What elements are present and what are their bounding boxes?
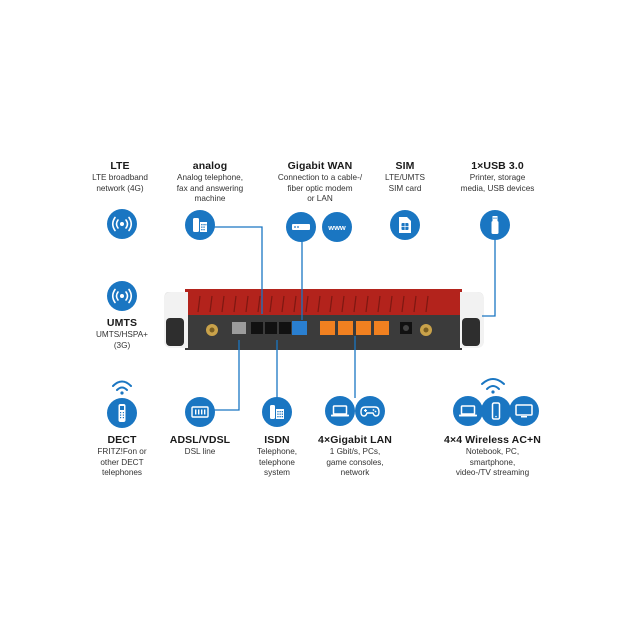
- wireless-signal-icon: [107, 209, 137, 239]
- laptop-icon: [325, 396, 355, 426]
- wifi-label: 4×4 Wireless AC+N Notebook, PC, smartpho…: [430, 434, 555, 479]
- lte-desc: LTE broadband network (4G): [92, 173, 148, 193]
- lan-port: [320, 321, 335, 335]
- smartphone-icon: [481, 396, 511, 426]
- lte-title: LTE: [110, 160, 130, 172]
- lan-desc: 1 Gbit/s, PCs, game consoles, network: [326, 447, 384, 477]
- gamepad-icon: [355, 396, 385, 426]
- wifi-title: 4×4 Wireless AC+N: [444, 434, 541, 446]
- sim-label: SIM LTE/UMTS SIM card: [370, 160, 440, 194]
- sim-title: SIM: [395, 160, 415, 172]
- wireless-signal-icon: [107, 281, 137, 311]
- modem-icon: [286, 212, 316, 242]
- wan-title: Gigabit WAN: [287, 160, 353, 172]
- isdn-port: [265, 322, 277, 334]
- wan-label: Gigabit WAN Connection to a cable-/ fibe…: [260, 160, 380, 205]
- tv-icon: [509, 396, 539, 426]
- analog-title: analog: [192, 160, 228, 172]
- lan-label: 4×Gigabit LAN 1 Gbit/s, PCs, game consol…: [305, 434, 405, 479]
- wifi-waves-icon: [481, 378, 505, 394]
- www-text: www: [328, 222, 346, 232]
- lte-label: LTE LTE broadband network (4G): [70, 160, 170, 194]
- usb-line: [482, 238, 496, 317]
- usb-stick-icon: [480, 210, 510, 240]
- umts-label: UMTS UMTS/HSPA+ (3G): [72, 317, 172, 351]
- notebook-icon: [453, 396, 483, 426]
- wan-desc: Connection to a cable-/ fiber optic mode…: [277, 173, 363, 203]
- umts-title: UMTS: [106, 317, 138, 329]
- dect-title: DECT: [107, 434, 137, 446]
- dect-phone-icon: [107, 398, 137, 428]
- analog-label: analog Analog telephone, fax and answeri…: [155, 160, 265, 205]
- www-globe-icon: www: [322, 212, 352, 242]
- wifi-desc: Notebook, PC, smartphone, video-/TV stre…: [455, 447, 530, 477]
- dect-label: DECT FRITZ!Fon or other DECT telephones: [72, 434, 172, 479]
- analog-line: [212, 226, 263, 314]
- telephone-icon: [262, 397, 292, 427]
- lan-port: [338, 321, 353, 335]
- usb-label: 1×USB 3.0 Printer, storage media, USB de…: [445, 160, 550, 194]
- usb-desc: Printer, storage media, USB devices: [460, 173, 535, 193]
- fax-machine-icon: [185, 210, 215, 240]
- dsl-line: [213, 340, 240, 411]
- analog-port: [279, 322, 291, 334]
- lan-port: [356, 321, 371, 335]
- lan-port: [374, 321, 389, 335]
- analog-port: [251, 322, 263, 334]
- sim-card-icon: [390, 210, 420, 240]
- wifi-waves-icon: [112, 380, 132, 395]
- isdn-title: ISDN: [264, 434, 290, 446]
- router: [164, 289, 484, 350]
- dsl-port: [232, 322, 246, 334]
- adsl-label: ADSL/VDSL DSL line: [150, 434, 250, 458]
- umts-desc: UMTS/HSPA+ (3G): [96, 330, 148, 350]
- usb-title: 1×USB 3.0: [471, 160, 524, 172]
- dsl-filter-icon: [185, 397, 215, 427]
- adsl-desc: DSL line: [184, 447, 216, 456]
- router-red-top: [185, 289, 462, 317]
- sim-desc: LTE/UMTS SIM card: [385, 173, 425, 193]
- analog-desc: Analog telephone, fax and answering mach…: [176, 173, 244, 203]
- adsl-title: ADSL/VDSL: [169, 434, 231, 446]
- lan-title: 4×Gigabit LAN: [318, 434, 392, 446]
- isdn-label: ISDN Telephone, telephone system: [232, 434, 322, 479]
- isdn-desc: Telephone, telephone system: [256, 447, 298, 477]
- dect-desc: FRITZ!Fon or other DECT telephones: [97, 447, 147, 477]
- wan-port: [292, 321, 307, 335]
